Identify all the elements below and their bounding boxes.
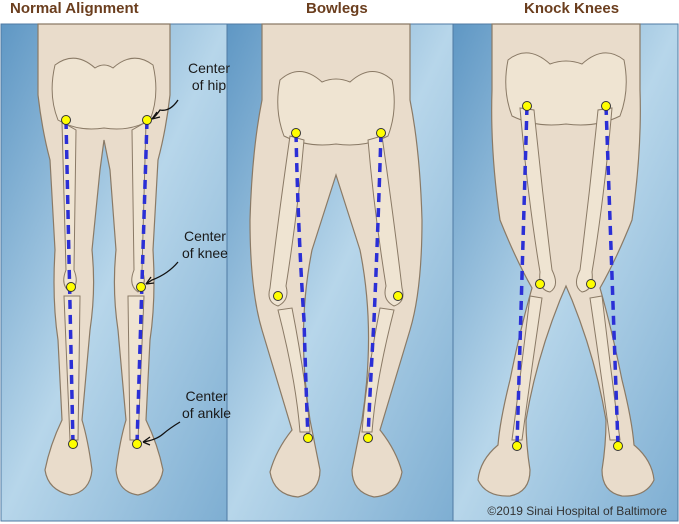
joint-marker [291,128,301,138]
joint-marker [273,291,283,301]
joint-marker [132,439,142,449]
figure-knock-knees [477,23,655,497]
callout-ankle-line1: Center [185,388,228,404]
joint-marker [303,433,313,443]
panel-title-bowlegs: Bowlegs [306,0,368,17]
joint-marker [68,439,78,449]
joint-marker [376,128,386,138]
callout-knee-line2: of knee [182,245,228,261]
joint-marker [393,291,403,301]
joint-marker [512,441,522,451]
joint-marker [136,282,146,292]
callout-hip-line1: Center [188,60,231,76]
callout-hip-line2: of hip [191,77,227,93]
joint-marker [142,115,152,125]
callout-arrows [142,99,181,446]
figure-normal [37,23,171,496]
callout-knee: Center of knee [182,228,228,262]
callout-hip: Center of hip [188,60,230,94]
joint-marker [601,101,611,111]
joint-marker [66,282,76,292]
joint-marker [61,115,71,125]
callout-ankle-line2: of ankle [182,405,232,421]
joint-marker [363,433,373,443]
panel-title-normal: Normal Alignment [10,0,139,17]
panel-title-knock-knees: Knock Knees [524,0,620,17]
callout-ankle: Center of ankle [182,388,231,422]
joint-marker [586,279,596,289]
joint-marker [613,441,623,451]
joint-marker [535,279,545,289]
callout-knee-line1: Center [183,228,226,244]
copyright-notice: ©2019 Sinai Hospital of Baltimore [487,504,667,518]
figure-bowlegs [249,23,423,498]
joint-marker [522,101,532,111]
